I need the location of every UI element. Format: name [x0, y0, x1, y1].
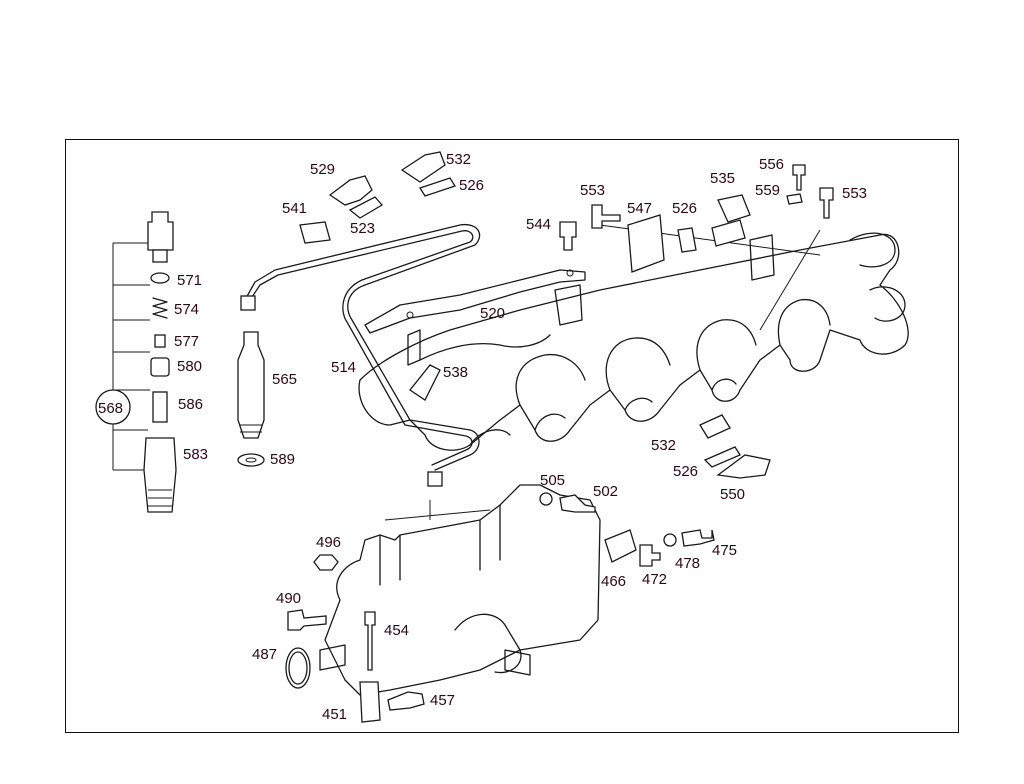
label-496: 496	[316, 534, 341, 551]
label-475: 475	[712, 542, 737, 559]
label-487: 487	[252, 646, 277, 663]
label-580: 580	[177, 358, 202, 375]
label-538: 538	[443, 364, 468, 381]
injector-assembly-568	[95, 211, 177, 513]
label-451: 451	[322, 706, 347, 723]
part-labels: 529 532 526 541 523 553 547 526 535 556 …	[98, 151, 867, 723]
label-544: 544	[526, 216, 551, 233]
parts-top-right	[559, 164, 834, 273]
label-502: 502	[593, 483, 618, 500]
injection-pump	[319, 484, 601, 696]
label-532-top: 532	[446, 151, 471, 168]
diagram-frame	[65, 139, 959, 733]
label-457: 457	[430, 692, 455, 709]
label-553-left: 553	[580, 182, 605, 199]
label-568: 568	[98, 400, 123, 417]
label-559: 559	[755, 182, 780, 199]
label-571: 571	[177, 272, 202, 289]
label-526-mid: 526	[672, 200, 697, 217]
label-565: 565	[272, 371, 297, 388]
clips-top	[299, 151, 456, 244]
bracket-520	[364, 269, 586, 334]
parts-right-middle	[539, 414, 771, 567]
label-535: 535	[710, 170, 735, 187]
label-547: 547	[627, 200, 652, 217]
clip-538	[407, 329, 441, 401]
label-466: 466	[601, 573, 626, 590]
fuel-line-514	[240, 223, 481, 487]
label-586: 586	[178, 396, 203, 413]
label-583: 583	[183, 446, 208, 463]
label-532-bottom: 532	[651, 437, 676, 454]
label-541: 541	[282, 200, 307, 217]
label-526-bottom: 526	[673, 463, 698, 480]
label-478: 478	[675, 555, 700, 572]
label-529: 529	[310, 161, 335, 178]
label-556: 556	[759, 156, 784, 173]
parts-bottom	[285, 554, 425, 723]
label-520: 520	[480, 305, 505, 322]
label-553-right: 553	[842, 185, 867, 202]
label-505: 505	[540, 472, 565, 489]
label-589: 589	[270, 451, 295, 468]
label-490: 490	[276, 590, 301, 607]
label-577: 577	[174, 333, 199, 350]
label-574: 574	[174, 301, 199, 318]
label-454: 454	[384, 622, 409, 639]
label-472: 472	[642, 571, 667, 588]
label-523: 523	[350, 220, 375, 237]
injector-565	[237, 331, 265, 467]
label-514: 514	[331, 359, 356, 376]
label-550: 550	[720, 486, 745, 503]
label-526-top: 526	[459, 177, 484, 194]
